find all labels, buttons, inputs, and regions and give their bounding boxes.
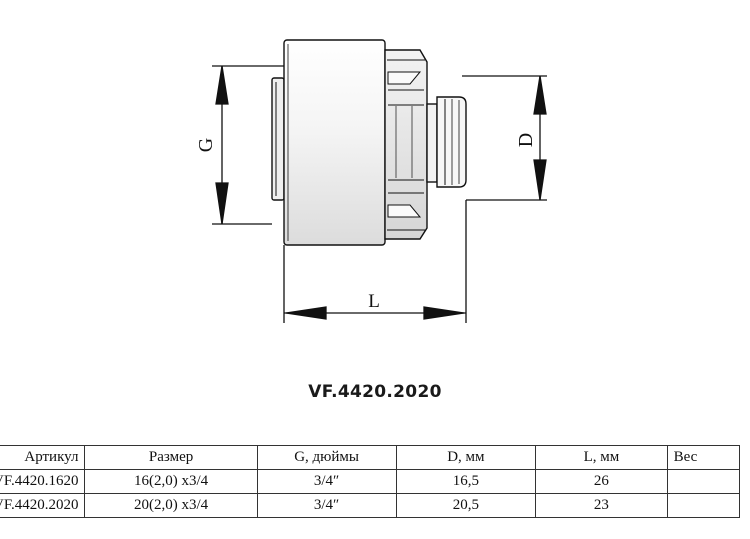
spec-table: Артикул Размер G, дюймы D, мм L, мм Вес … [0, 445, 741, 518]
table-cell: VF.4420.2020 [0, 493, 86, 518]
dimension-l [283, 200, 467, 323]
table-cell: 3/4″ [256, 469, 397, 494]
fitting-outline [271, 39, 467, 246]
pipe-connector [436, 96, 467, 188]
table-cell: 16(2,0) x3/4 [84, 469, 258, 494]
table-row: VF.4420.1620 16(2,0) x3/4 3/4″ 16,5 26 [0, 469, 741, 494]
table-cell [666, 469, 741, 494]
dimension-d-label: D [515, 133, 537, 147]
fitting-stem [426, 103, 438, 183]
table-header-cell: Артикул [0, 445, 86, 470]
table-header-cell: Вес [666, 445, 741, 470]
table-header-cell: D, мм [395, 445, 537, 470]
dimension-d [462, 75, 547, 201]
table-cell: 26 [535, 469, 668, 494]
table-header-row: Артикул Размер G, дюймы D, мм L, мм Вес [0, 445, 741, 470]
table-header-cell: G, дюймы [256, 445, 397, 470]
union-cap [283, 39, 386, 246]
table-cell: 16,5 [395, 469, 537, 494]
dimension-l-label: L [368, 291, 380, 312]
table-cell: 23 [535, 493, 668, 518]
table-cell: 20(2,0) x3/4 [84, 493, 258, 518]
fitting-technical-drawing: G D L [195, 39, 547, 323]
dimension-g-label: G [195, 138, 217, 152]
hex-nut [384, 49, 428, 240]
table-row: VF.4420.2020 20(2,0) x3/4 3/4″ 20,5 23 [0, 493, 741, 518]
sealing-ring [271, 77, 285, 201]
table-cell: 20,5 [395, 493, 537, 518]
table-cell [666, 493, 741, 518]
table-cell: VF.4420.1620 [0, 469, 86, 494]
table-header-cell: Размер [84, 445, 258, 470]
model-code: VF.4420.2020 [308, 382, 442, 402]
table-cell: 3/4″ [256, 493, 397, 518]
table-header-cell: L, мм [535, 445, 668, 470]
dimension-g [212, 65, 284, 225]
